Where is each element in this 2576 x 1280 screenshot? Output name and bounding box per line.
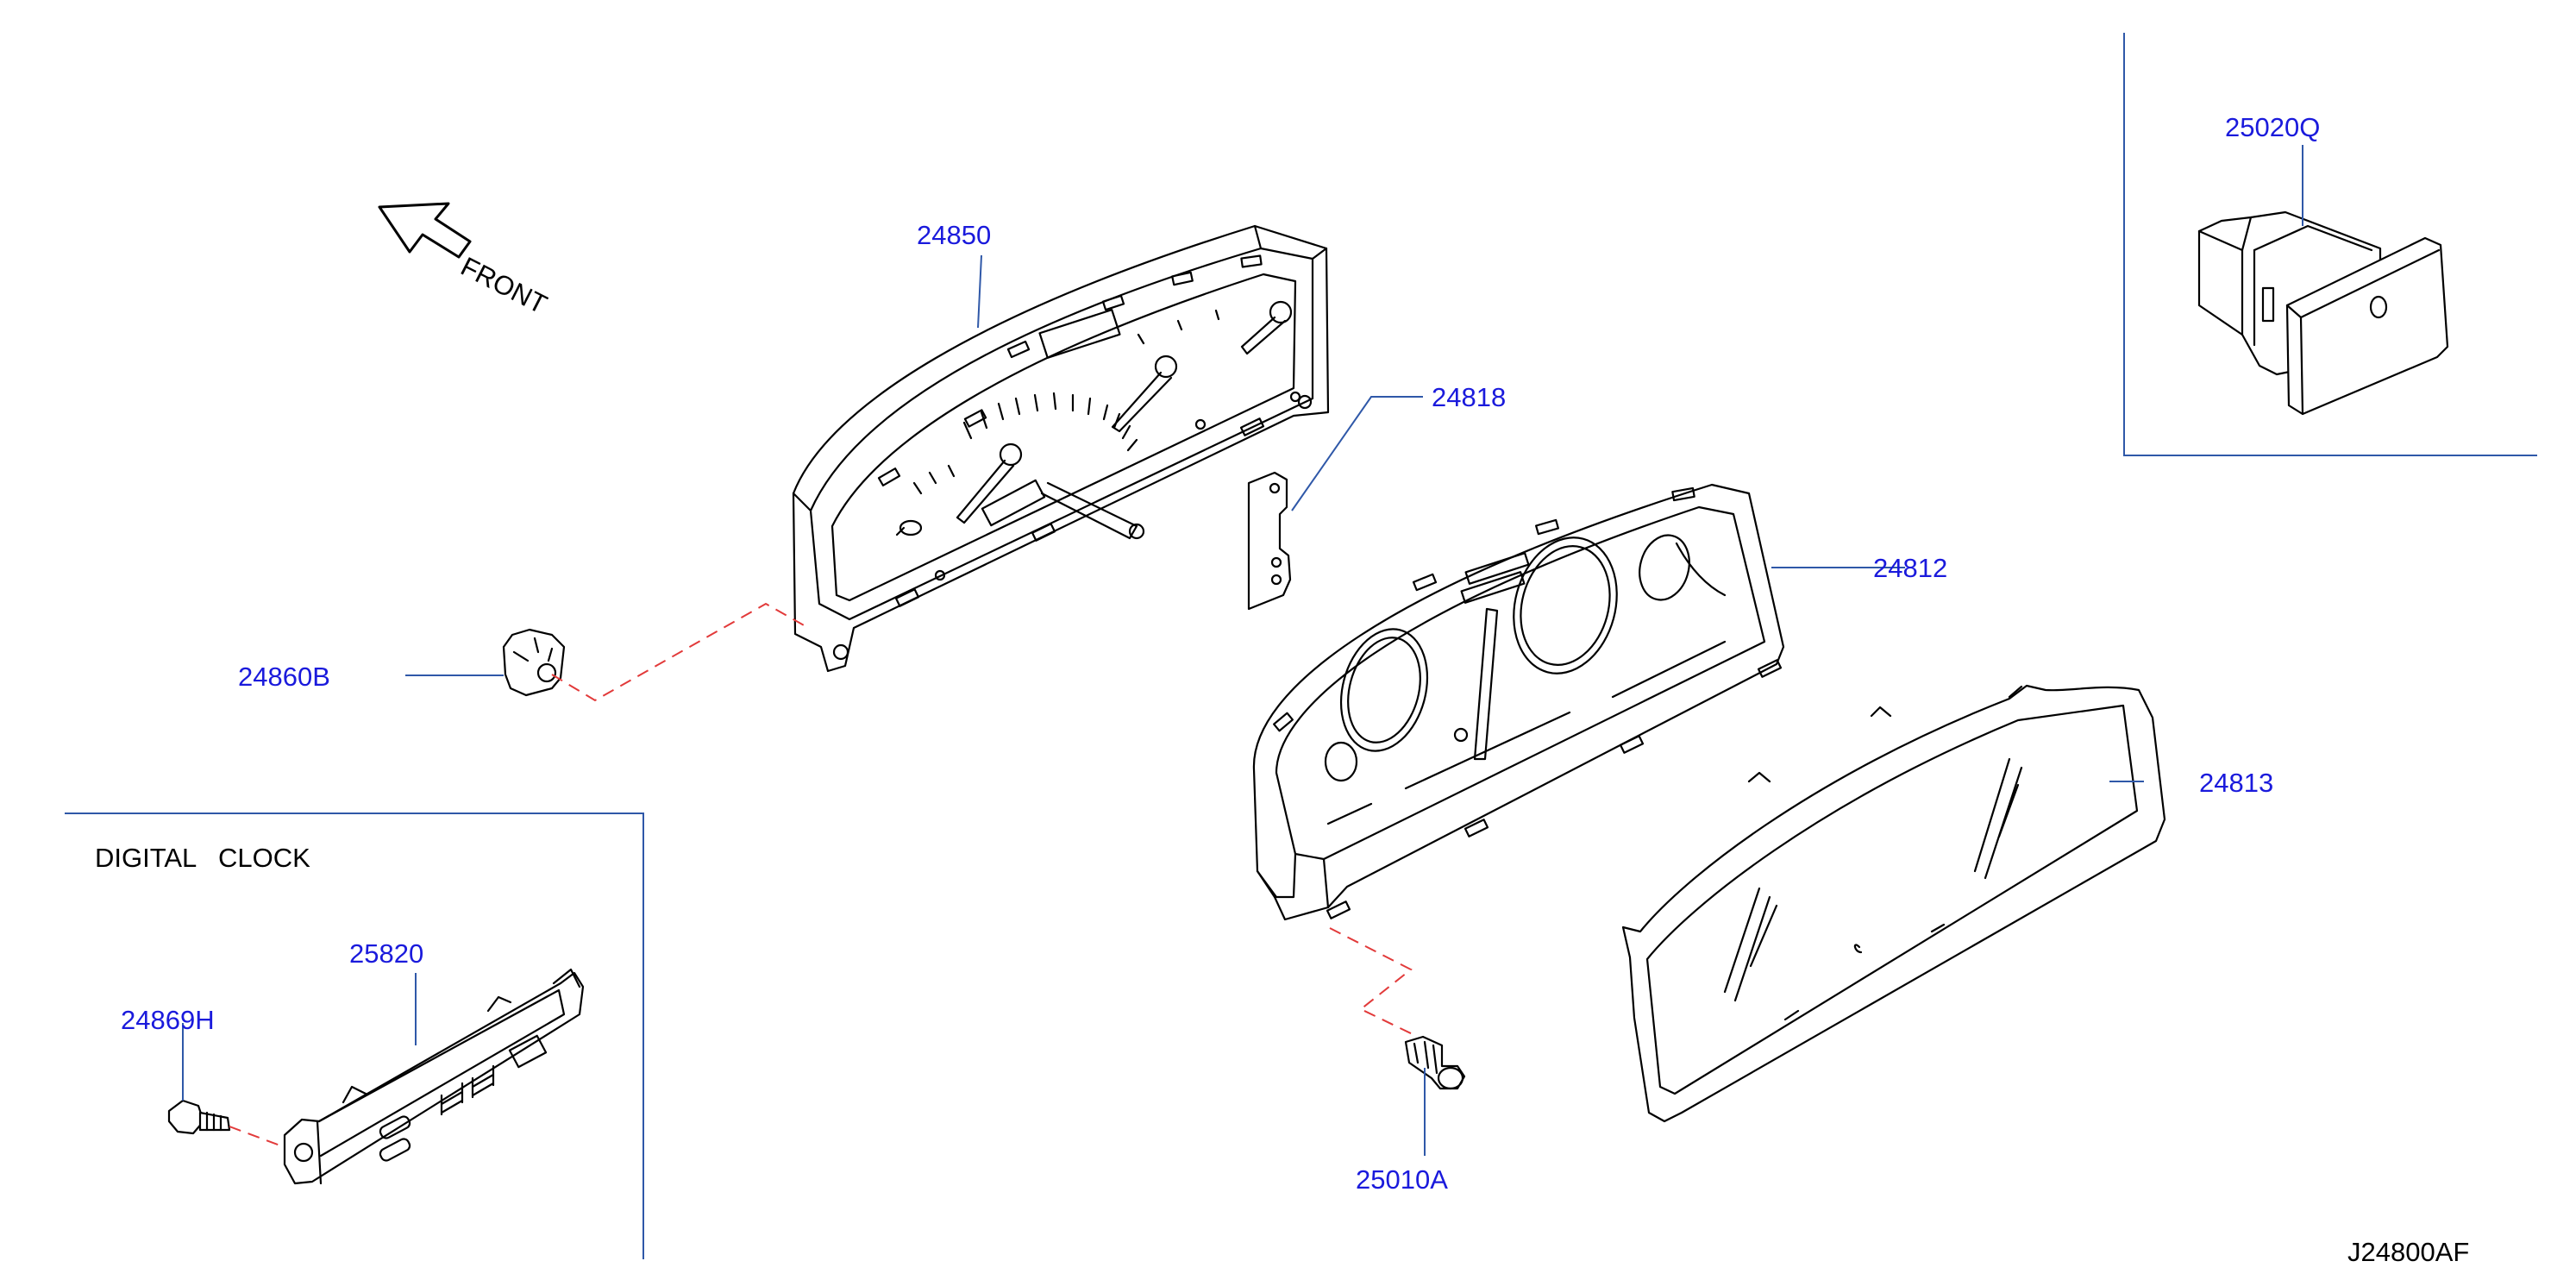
digital-clock-section-title: DIGITAL CLOCK (95, 843, 310, 873)
switch-25020q-illustration (2197, 210, 2449, 416)
part-number-24860b: 24860B (238, 662, 330, 692)
part-number-25820: 25820 (349, 938, 423, 969)
diagram-code: J24800AF (2347, 1237, 2469, 1267)
inset-frame-top-right (2123, 33, 2537, 456)
digital-clock-illustration (283, 968, 585, 1185)
assembly-dashed-lines (229, 602, 1415, 1148)
part-number-24850: 24850 (917, 220, 991, 250)
holder-clip-illustration (502, 628, 566, 697)
meter-bracket-illustration (1247, 471, 1292, 611)
screw-25010a-illustration (1404, 1035, 1466, 1090)
meter-assembly-illustration (792, 224, 1330, 673)
part-number-24813: 24813 (2199, 768, 2273, 798)
part-number-25010a: 25010A (1356, 1164, 1448, 1195)
meter-finisher-illustration (1252, 483, 1785, 921)
screw-24869h-illustration (167, 1099, 231, 1135)
leader-lines (182, 145, 2303, 1156)
front-arrow-icon: FRONT (378, 202, 552, 320)
part-number-24818: 24818 (1432, 382, 1506, 412)
part-number-24812: 24812 (1873, 553, 1947, 583)
cover-glass-illustration (1621, 684, 2166, 1123)
part-number-25020q: 25020Q (2225, 112, 2320, 142)
part-number-24869h: 24869H (121, 1005, 215, 1035)
inset-frame-digital-clock (65, 813, 644, 1259)
front-label: FRONT (456, 251, 552, 320)
